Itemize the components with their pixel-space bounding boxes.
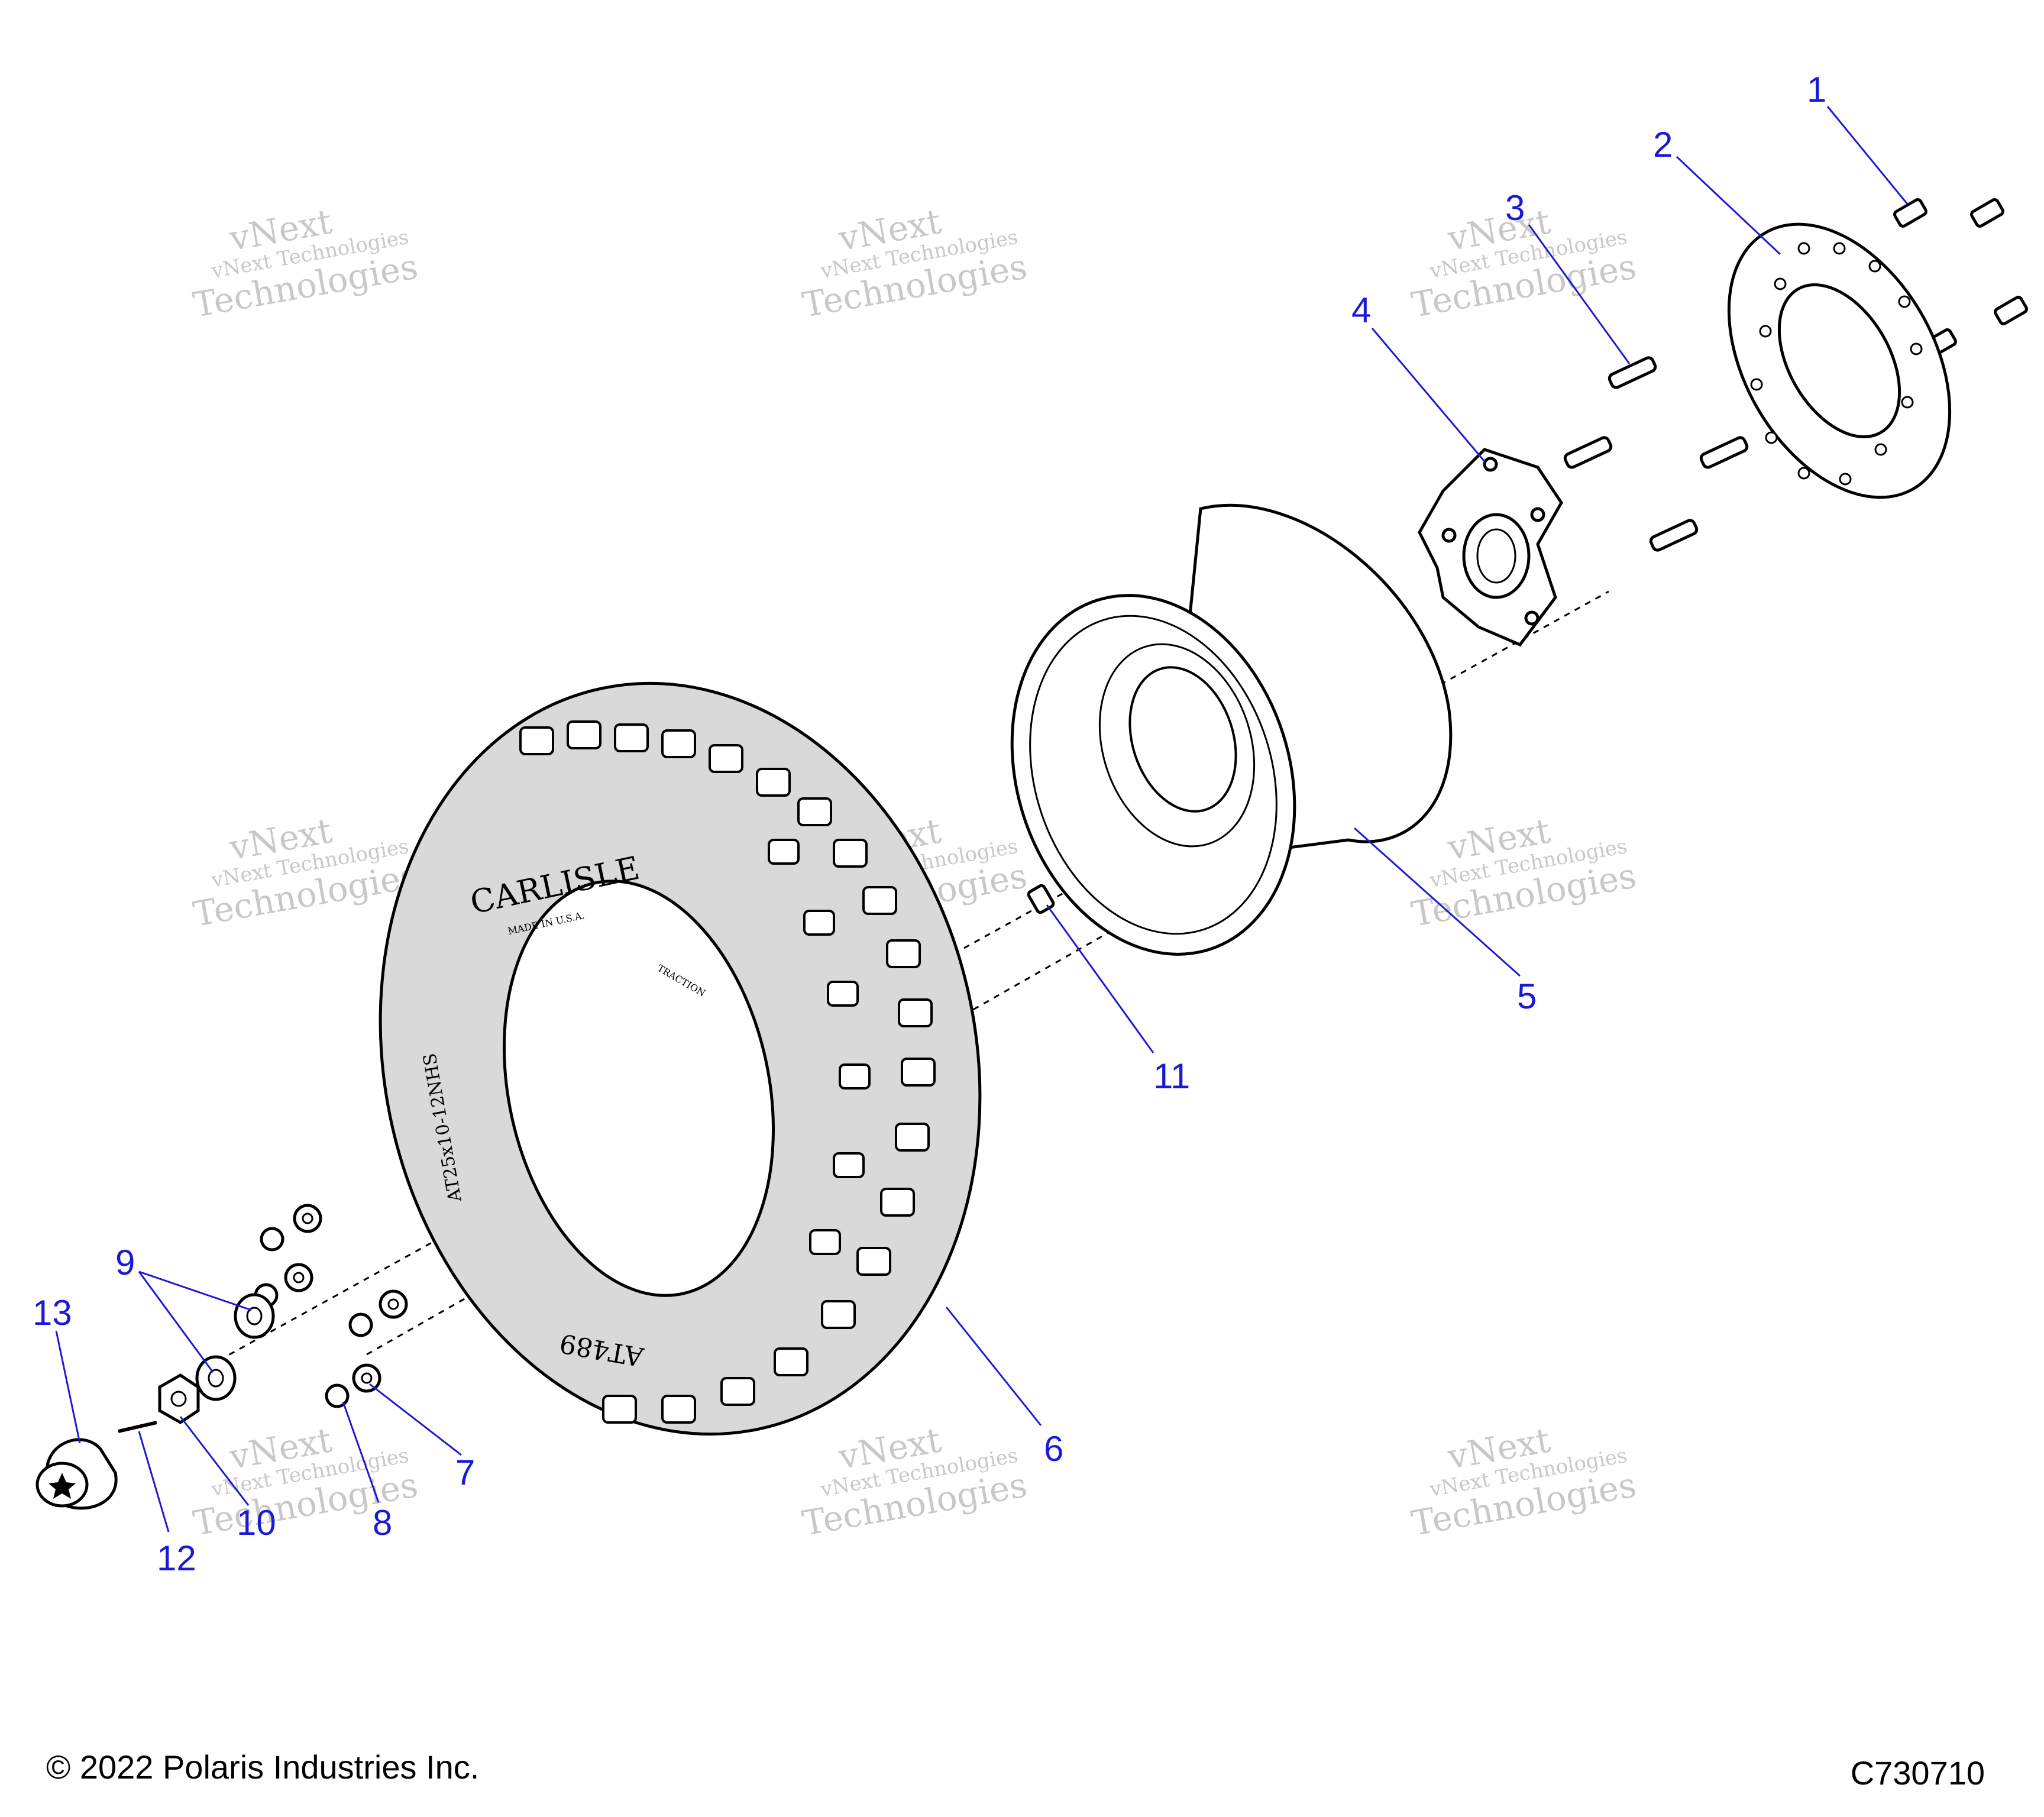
leader-line [179,1416,250,1506]
callout-12: 12 [157,1538,196,1578]
stud-icon [1699,436,1749,469]
wheel-rim [1010,504,1453,956]
tire: CARLISLE MADE IN U.S.A. TRACTION AT489 A… [379,681,982,1436]
washer-icon [234,1293,275,1339]
callout-3: 3 [1505,188,1525,228]
leader-line [1528,224,1631,364]
brake-bolt-set [1893,198,2028,358]
callout-4: 4 [1351,290,1371,330]
hub-cap [35,1438,118,1510]
lug-nut-icon [325,1383,350,1408]
callout-9: 9 [115,1243,135,1282]
bolt-head-icon [1994,296,2028,325]
lug-nut-washer-set [254,1204,408,1408]
tread-blocks [519,720,936,1424]
leader-line [1354,827,1521,977]
leader-line [369,1383,462,1456]
leader-line [1046,904,1154,1053]
callout-2: 2 [1653,125,1673,164]
callout-1: 1 [1807,70,1826,109]
stud-icon [1608,356,1657,389]
castle-nut [158,1373,200,1424]
leader-line [138,1431,170,1533]
axle-washers [195,1293,275,1401]
stud-icon [1563,436,1613,469]
brake-disc [1727,222,1952,499]
bolt-head-icon [1893,198,1927,228]
callout-labels: 1 2 3 4 5 6 7 8 9 10 11 12 13 [33,70,1826,1578]
stud-icon [1649,519,1699,552]
leader-line [342,1401,380,1503]
leader-line [945,1307,1042,1426]
leader-line [1676,156,1781,256]
leader-line [55,1330,81,1444]
callout-7: 7 [455,1453,475,1492]
copyright-text: © 2022 Polaris Industries Inc. [46,1748,480,1786]
leader-line [138,1270,252,1311]
cotter-pin [118,1421,157,1433]
bolt-head-icon [1970,198,2004,228]
wheel-stud-set [1563,356,1749,552]
leader-line [1826,106,1909,205]
washer-icon [352,1363,381,1393]
callout-13: 13 [33,1293,72,1333]
callout-6: 6 [1044,1429,1063,1469]
leader-lines [55,106,1909,1533]
washer-icon [195,1355,237,1401]
callout-11: 11 [1153,1056,1190,1096]
callout-10: 10 [237,1503,276,1543]
leader-line [138,1271,214,1373]
callout-8: 8 [373,1503,392,1543]
star-logo-icon [48,1473,76,1499]
leader-line [1371,328,1486,462]
drawing-code-text: C730710 [1850,1754,1985,1792]
callout-5: 5 [1517,977,1537,1016]
wheel-hub [1418,448,1563,647]
